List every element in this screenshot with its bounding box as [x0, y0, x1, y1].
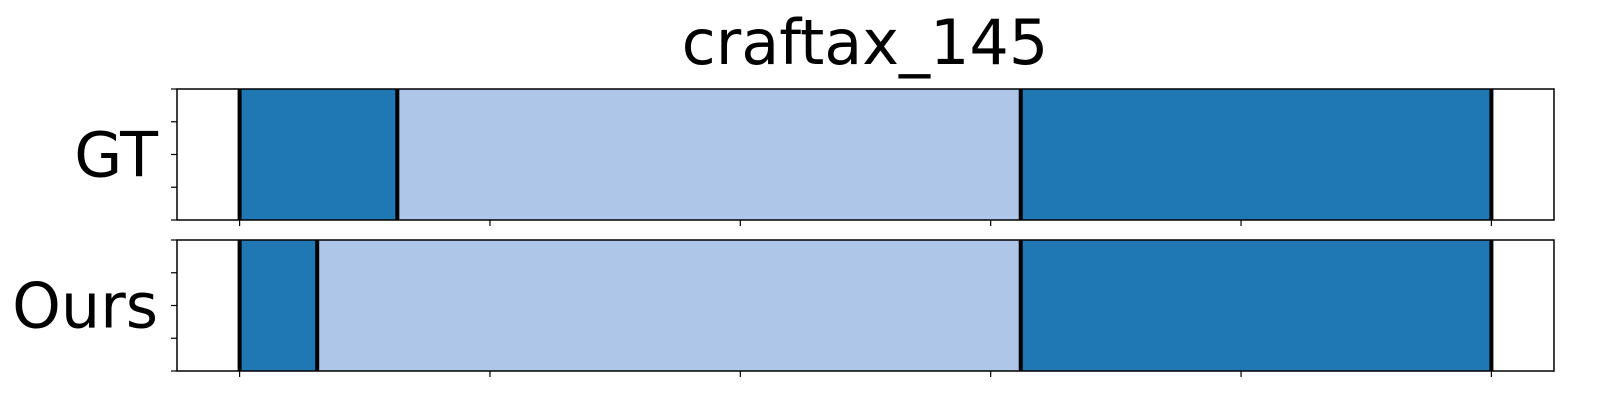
row-label-ours: Ours — [12, 270, 158, 343]
chart-rows: GT Ours — [12, 88, 1555, 377]
segment-ours-1 — [317, 240, 1021, 371]
chart-title: craftax_145 — [682, 6, 1049, 79]
segment-gt-1 — [397, 89, 1021, 220]
segment-ours-2 — [1020, 240, 1492, 371]
segment-gt-0 — [239, 89, 398, 220]
row-label-gt: GT — [74, 119, 159, 192]
segment-gt-2 — [1020, 89, 1492, 220]
segment-ours-0 — [239, 240, 318, 371]
